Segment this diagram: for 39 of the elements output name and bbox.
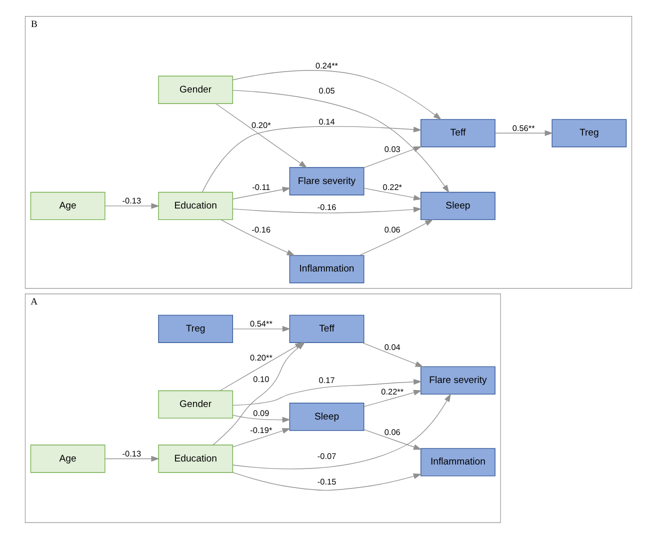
arrow — [361, 342, 424, 368]
node-box: Inflammation — [288, 255, 364, 284]
node-box: Sleep — [288, 402, 364, 431]
node-box: Flare severity — [288, 167, 364, 196]
arrow — [202, 126, 422, 192]
node-box: Age — [30, 444, 105, 473]
arrow — [363, 429, 422, 450]
node-box: Age — [30, 192, 105, 220]
arrow — [232, 326, 290, 332]
arrow — [232, 90, 449, 194]
node-box: Sleep — [420, 192, 495, 220]
arrow — [232, 186, 290, 200]
arrow — [232, 379, 422, 406]
node-box: Gender — [158, 76, 233, 104]
arrow — [363, 188, 422, 201]
arrow — [232, 428, 290, 448]
node-box: Flare severity — [420, 366, 495, 395]
arrow — [104, 203, 159, 209]
arrow — [232, 70, 442, 120]
arrow — [363, 146, 422, 168]
arrow — [494, 130, 553, 136]
arrow — [232, 472, 422, 491]
node-box: Teff — [288, 314, 364, 343]
arrow — [363, 390, 422, 407]
arrow — [232, 206, 422, 214]
node-box: Education — [158, 444, 233, 473]
arrow — [358, 219, 433, 256]
node-box: Treg — [158, 314, 233, 343]
node-box: Inflammation — [420, 448, 495, 476]
node-box: Treg — [551, 119, 626, 148]
arrow — [232, 414, 290, 423]
arrow — [104, 456, 159, 462]
node-box: Teff — [420, 119, 495, 148]
node-box: Education — [158, 192, 233, 220]
node-box: Gender — [158, 390, 233, 419]
arrow — [220, 220, 295, 256]
arrow — [219, 342, 303, 391]
arrow — [215, 103, 307, 168]
arrow — [232, 394, 450, 470]
